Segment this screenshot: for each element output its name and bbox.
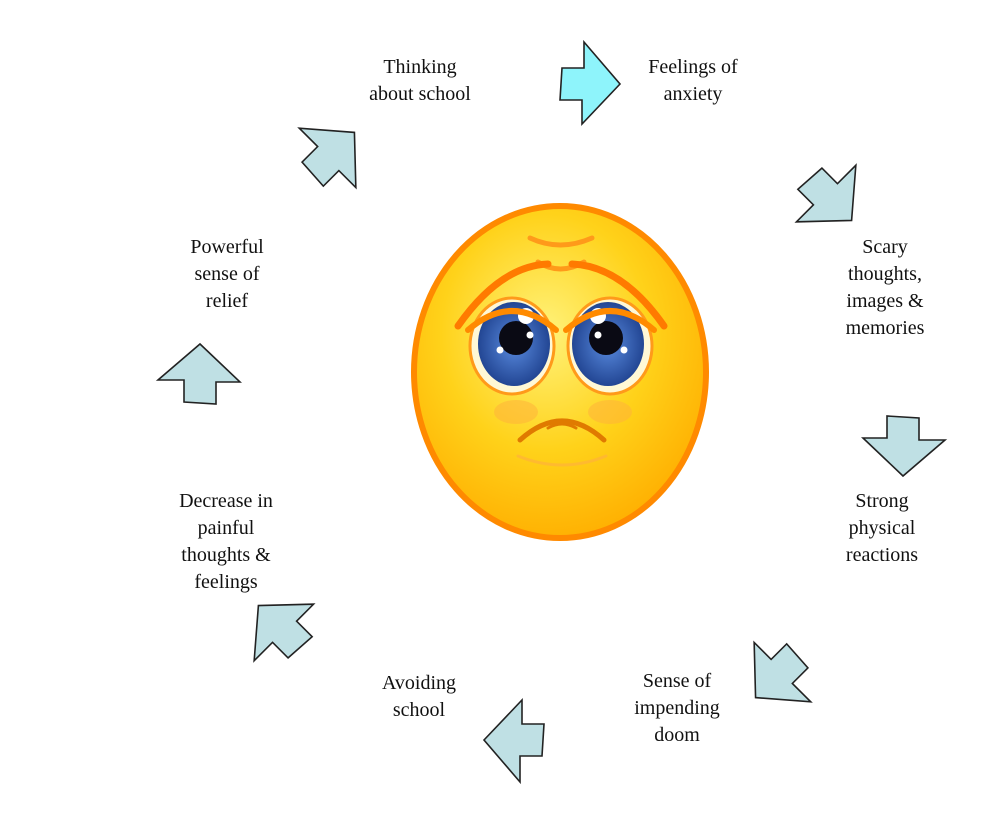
step-line: relief	[205, 290, 249, 312]
step-line: Strong	[855, 490, 909, 512]
sad-face-icon	[411, 203, 709, 541]
step-line: reactions	[845, 544, 919, 566]
step-line: physical	[848, 517, 916, 539]
arrow-down-left-4	[753, 640, 813, 703]
step-line: feelings	[194, 571, 258, 593]
step-strong-physical-reactions: Strong physical reactions	[812, 488, 952, 569]
step-line: Thinking	[383, 56, 457, 78]
step-feelings-of-anxiety: Feelings of anxiety	[628, 54, 758, 108]
step-line: Scary	[862, 236, 908, 258]
step-scary-thoughts: Scary thoughts, images & memories	[820, 234, 950, 342]
step-line: Powerful	[190, 236, 264, 258]
step-powerful-sense-of-relief: Powerful sense of relief	[162, 234, 292, 315]
step-line: doom	[654, 724, 700, 746]
step-line: memories	[845, 317, 925, 339]
arrow-left-5	[482, 697, 545, 785]
step-line: impending	[634, 697, 720, 719]
step-line: images &	[846, 290, 924, 312]
step-decrease-in-painful-thoughts: Decrease in painful thoughts & feelings	[156, 488, 296, 596]
step-line: thoughts,	[848, 263, 922, 285]
step-avoiding-school: Avoiding school	[354, 670, 484, 724]
arrow-right-1	[559, 39, 622, 127]
step-line: anxiety	[663, 83, 723, 105]
arrow-down-3	[860, 415, 948, 478]
step-line: sense of	[194, 263, 260, 285]
step-line: about school	[369, 83, 471, 105]
arrow-up-left-6	[253, 603, 316, 663]
step-thinking-about-school: Thinking about school	[355, 54, 485, 108]
step-line: Sense of	[642, 670, 712, 692]
step-line: school	[392, 699, 446, 721]
step-line: Avoiding	[381, 672, 457, 694]
step-line: thoughts &	[181, 544, 271, 566]
arrow-up-7	[155, 342, 243, 405]
arrow-up-right-8	[297, 127, 357, 190]
step-line: painful	[197, 517, 255, 539]
step-line: Feelings of	[648, 56, 738, 78]
step-line: Decrease in	[179, 490, 273, 512]
step-sense-of-impending-doom: Sense of impending doom	[612, 668, 742, 749]
arrow-down-right-2	[794, 163, 857, 223]
